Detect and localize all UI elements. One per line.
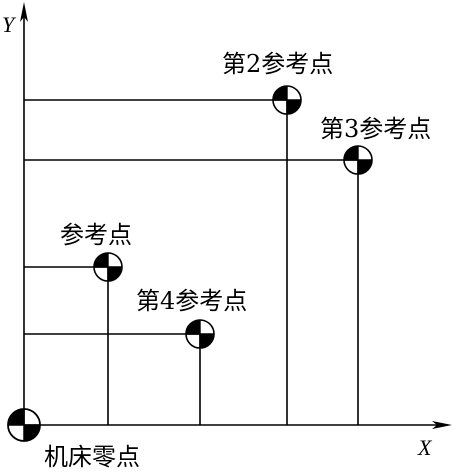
x-axis-label: X xyxy=(417,435,433,460)
ref-1-marker-icon xyxy=(93,252,123,282)
origin-label: 机床零点 xyxy=(44,443,140,471)
labels: 第2参考点 第3参考点 参考点 第4参考点 机床零点 xyxy=(44,50,431,471)
y-axis-arrow xyxy=(20,2,28,22)
ref-3-marker-icon xyxy=(343,145,373,175)
y-axis-label: Y xyxy=(2,12,17,37)
ref-2-marker-icon xyxy=(272,85,302,115)
x-axis-arrow xyxy=(432,421,452,429)
markers xyxy=(7,85,373,442)
ref-3-label: 第3参考点 xyxy=(320,115,431,143)
ref-4-label: 第4参考点 xyxy=(136,287,247,315)
guide-lines xyxy=(24,99,359,425)
origin-marker-icon xyxy=(7,408,41,442)
ref-2-label: 第2参考点 xyxy=(222,50,333,78)
axes: Y X xyxy=(2,2,452,460)
ref-4-marker-icon xyxy=(185,319,215,349)
ref-1-label: 参考点 xyxy=(60,221,132,249)
